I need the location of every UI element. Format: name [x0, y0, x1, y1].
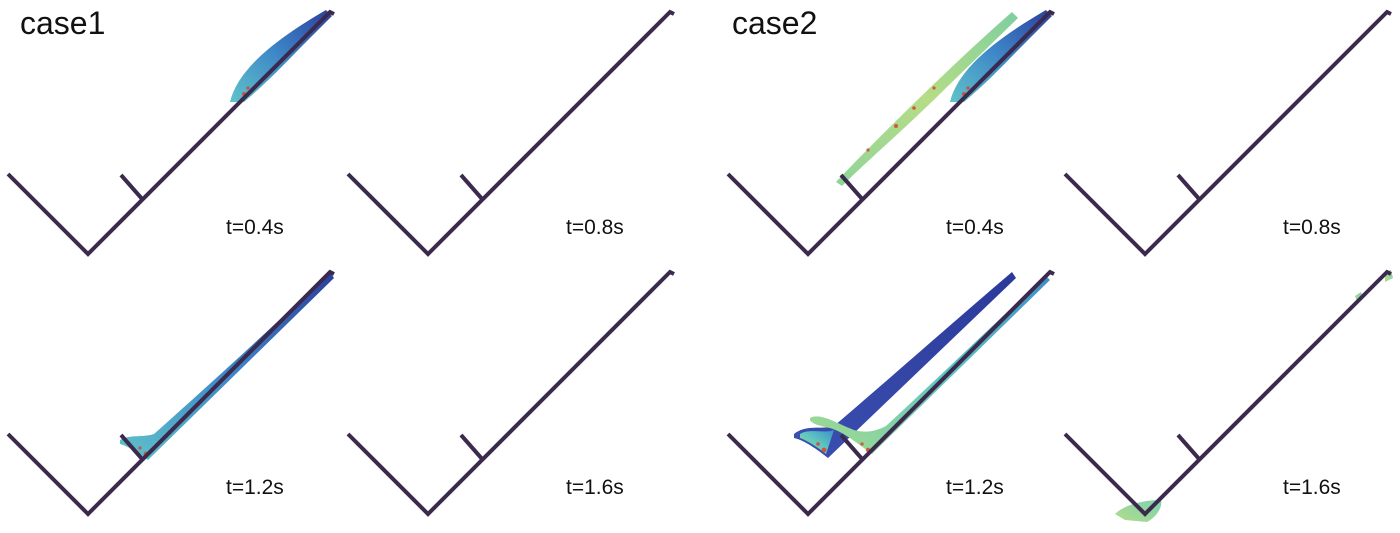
slope-wall	[726, 9, 1055, 257]
time-label: t=0.8s	[566, 216, 624, 239]
panel-case2-t=0.4s: t=0.4s	[726, 9, 1055, 257]
high-value-spot	[932, 86, 936, 90]
overtopping-mass	[810, 276, 1050, 454]
deposit-front	[800, 430, 834, 454]
time-label: t=1.6s	[566, 476, 624, 499]
slope-wall	[6, 269, 335, 517]
runout-mass	[1115, 500, 1162, 522]
high-value-spot	[912, 106, 916, 110]
panel-case2-t=1.6s: t=1.6s	[1063, 269, 1393, 522]
slope-wall	[726, 269, 1055, 517]
baffle-wall	[839, 433, 865, 462]
panel-case1-t=0.8s: t=0.8s	[346, 9, 1018, 257]
deposit-mass	[794, 272, 1016, 458]
slope-wall	[1063, 9, 1392, 257]
high-value-spot	[894, 124, 898, 128]
time-label: t=1.2s	[946, 476, 1004, 499]
baffle-wall	[119, 173, 145, 202]
time-label: t=1.6s	[1283, 476, 1341, 499]
panel-case1-t=1.2s: t=1.2s	[6, 269, 335, 517]
baffle-wall	[459, 173, 485, 202]
case1-label: case1	[20, 5, 105, 41]
high-value-spot	[860, 442, 864, 446]
slope-wall	[1063, 269, 1392, 517]
high-value-spot	[966, 86, 970, 90]
panel-case1-t=0.4s: t=0.4s	[6, 9, 335, 257]
baffle-wall	[1176, 173, 1202, 202]
baffle-wall	[1176, 433, 1202, 462]
time-label: t=0.8s	[1283, 216, 1341, 239]
case2-label: case2	[732, 5, 817, 41]
slope-wall	[346, 9, 675, 257]
baffle-wall	[119, 433, 145, 462]
slope-wall	[6, 9, 335, 257]
time-label: t=0.4s	[946, 216, 1004, 239]
panel-case2-t=1.2s: t=1.2s	[726, 269, 1055, 517]
time-label: t=0.4s	[226, 216, 284, 239]
panel-case1-t=1.6s: t=1.6s	[346, 269, 1016, 517]
baffle-wall	[839, 173, 865, 202]
sliding-mass	[836, 12, 1018, 186]
high-value-spot	[866, 148, 870, 152]
high-value-spot	[821, 447, 827, 453]
baffle-wall	[459, 433, 485, 462]
high-value-spot	[246, 86, 250, 90]
panel-case2-t=0.8s: t=0.8s	[1063, 9, 1392, 257]
slope-wall	[346, 269, 675, 517]
panel-grid: t=0.4s t=0.8s t=1.2s t=1.6s t=0.4s t=0.8s t=1.…	[6, 9, 1393, 522]
time-label: t=1.2s	[226, 476, 284, 499]
high-value-spot	[816, 442, 820, 446]
high-value-spot	[138, 446, 142, 450]
